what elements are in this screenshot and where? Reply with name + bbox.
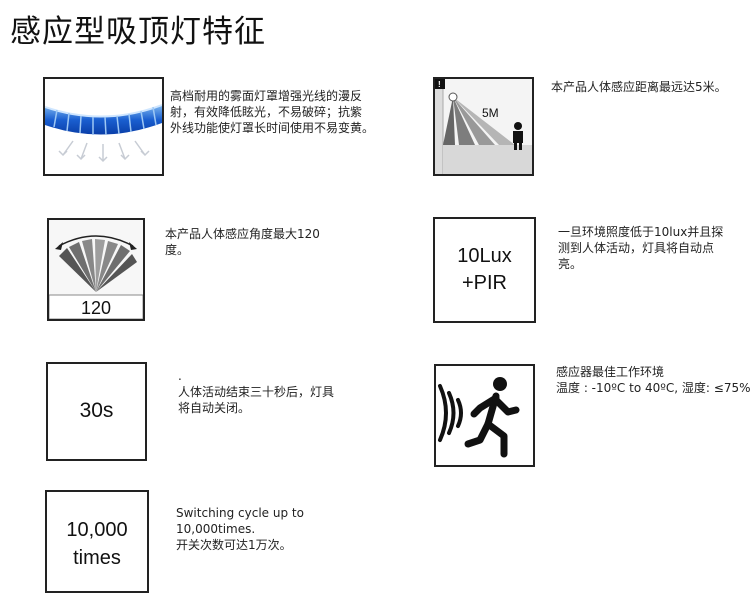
desc-line: 测到人体活动，灯具将自动点 xyxy=(558,241,715,255)
lampshade-diffuse-icon xyxy=(45,104,162,163)
desc-line: 本产品人体感应距离最远达5米。 xyxy=(551,80,727,94)
environment-box xyxy=(434,364,535,467)
desc-line: 度。 xyxy=(165,243,190,257)
warning-badge: ! xyxy=(438,80,441,89)
lux-line: 10Lux xyxy=(457,245,512,267)
motion-sensor-person-icon xyxy=(438,377,520,458)
sensor-distance-icon: 5M ! xyxy=(435,79,532,174)
angle-box: 120 xyxy=(47,218,145,321)
desc-line: 亮。 xyxy=(558,257,583,271)
lux-pir-label: 10Lux +PIR xyxy=(435,243,534,297)
cycle-unit-line: times xyxy=(73,547,121,569)
desc-line: Switching cycle up to xyxy=(176,506,304,520)
delay-description: . 人体活动结束三十秒后，灯具 将自动关闭。 xyxy=(178,368,368,416)
pir-line: +PIR xyxy=(461,272,508,294)
cycle-description: Switching cycle up to 10,000times. 开关次数可… xyxy=(176,505,366,553)
desc-line: 本产品人体感应角度最大120 xyxy=(165,227,320,241)
desc-line: 10,000times. xyxy=(176,522,256,536)
desc-line: 将自动关闭。 xyxy=(178,401,251,415)
delay-box: 30s xyxy=(46,362,147,461)
angle-description: 本产品人体感应角度最大120 度。 xyxy=(165,226,355,258)
desc-line: . xyxy=(178,369,182,383)
lux-description: 一旦环境照度低于10lux并且探 测到人体活动，灯具将自动点 亮。 xyxy=(558,224,743,272)
desc-line: 外线功能使灯罩长时间使用不易变黄。 xyxy=(170,121,375,135)
desc-line: 人体活动结束三十秒后，灯具 xyxy=(178,385,335,399)
page-title: 感应型吸顶灯特征 xyxy=(10,14,266,50)
cycle-count-line: 10,000 xyxy=(66,519,128,541)
delay-label: 30s xyxy=(79,399,114,422)
cycle-label: 10,000 times xyxy=(47,516,147,572)
cycle-box: 10,000 times xyxy=(45,490,149,593)
desc-line: 感应器最佳工作环境 xyxy=(556,365,665,379)
lampshade-description: 高档耐用的雾面灯罩增强光线的漫反 射，有效降低眩光，不易破碎；抗紫 外线功能使灯… xyxy=(170,88,410,136)
desc-line: 温度 : -10ºC to 40ºC, 湿度: ≤75% xyxy=(556,381,750,395)
lux-pir-box: 10Lux +PIR xyxy=(433,217,536,323)
distance-box: 5M ! xyxy=(433,77,534,176)
distance-label: 5M xyxy=(482,106,499,120)
desc-line: 射，有效降低眩光，不易破碎；抗紫 xyxy=(170,105,363,119)
sensor-angle-fan-icon: 120 xyxy=(49,220,143,319)
angle-label: 120 xyxy=(81,298,111,318)
lampshade-box xyxy=(43,77,164,176)
desc-line: 高档耐用的雾面灯罩增强光线的漫反 xyxy=(170,89,363,103)
desc-line: 一旦环境照度低于10lux并且探 xyxy=(558,225,724,239)
desc-line: 开关次数可达1万次。 xyxy=(176,538,292,552)
distance-description: 本产品人体感应距离最远达5米。 xyxy=(551,79,746,95)
environment-description: 感应器最佳工作环境 温度 : -10ºC to 40ºC, 湿度: ≤75% xyxy=(556,364,750,396)
